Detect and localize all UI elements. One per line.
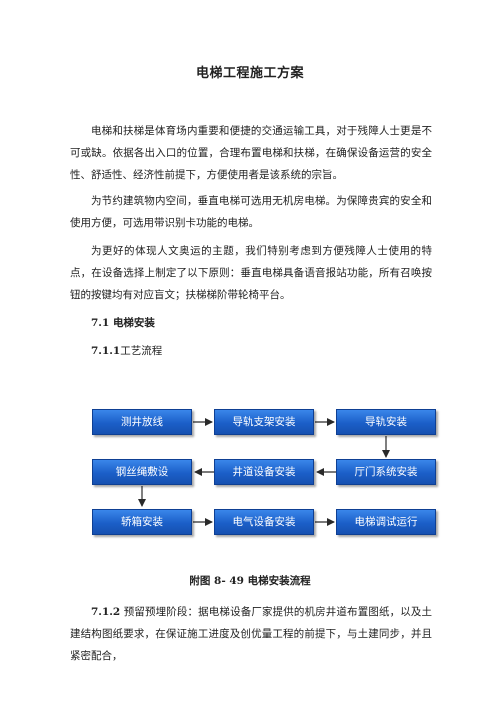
section-number: 7.1.2 (91, 606, 121, 618)
paragraph-intro: 电梯和扶梯是体育场内重要和便捷的交通运输工具，对于残障人士更是不可或缺。依据各出… (70, 125, 432, 181)
section-title: 电梯安装 (112, 317, 155, 329)
flow-step-commissioning: 电梯调试运行 (336, 509, 436, 535)
flow-step-rail-install: 导轨安装 (336, 409, 436, 435)
flow-step-rail-bracket: 导轨支架安装 (214, 409, 314, 435)
flow-step-wire-rope: 钢丝绳敷设 (92, 459, 192, 485)
section-number: 7.1 (91, 317, 110, 329)
section-heading-7-1-1: 7.1.1工艺流程 (91, 341, 162, 361)
document-title: 电梯工程施工方案 (195, 66, 304, 81)
paragraph-7-1-2: 7.1.2 预留预埋阶段：据电梯设备厂家提供的机房井道布置图纸，以及土建结构图纸… (70, 601, 432, 667)
flow-step-electrical: 电气设备安装 (214, 509, 314, 535)
section-heading-7-1: 7.1 电梯安装 (91, 313, 155, 333)
section-title: 工艺流程 (120, 345, 163, 357)
flowchart-arrows (138, 418, 390, 526)
paragraph-machine-room: 为节约建筑物内空间，垂直电梯可选用无机房电梯。为保障贵宾的安全和使用方便，可选用… (70, 195, 432, 229)
flow-step-car-install: 轿箱安装 (92, 509, 192, 535)
flow-step-hoistway-equipment: 井道设备安装 (214, 459, 314, 485)
elevator-installation-flowchart: 测井放线 导轨支架安装 导轨安装 厅门系统安装 井道设备安装 钢丝绳敷设 轿箱安… (92, 400, 442, 545)
section-text: 预留预埋阶段：据电梯设备厂家提供的机房井道布置图纸，以及土建结构图纸要求，在保证… (70, 606, 433, 662)
flow-step-landing-door: 厅门系统安装 (336, 459, 436, 485)
flow-step-survey: 测井放线 (92, 409, 192, 435)
section-number: 7.1.1 (91, 345, 121, 357)
paragraph-principles: 为更好的体现人文奥运的主题，我们特别考虑到方便残障人士使用的特点，在设备选择上制… (70, 245, 432, 301)
figure-caption: 附图 8- 49 电梯安装流程 (189, 575, 311, 587)
